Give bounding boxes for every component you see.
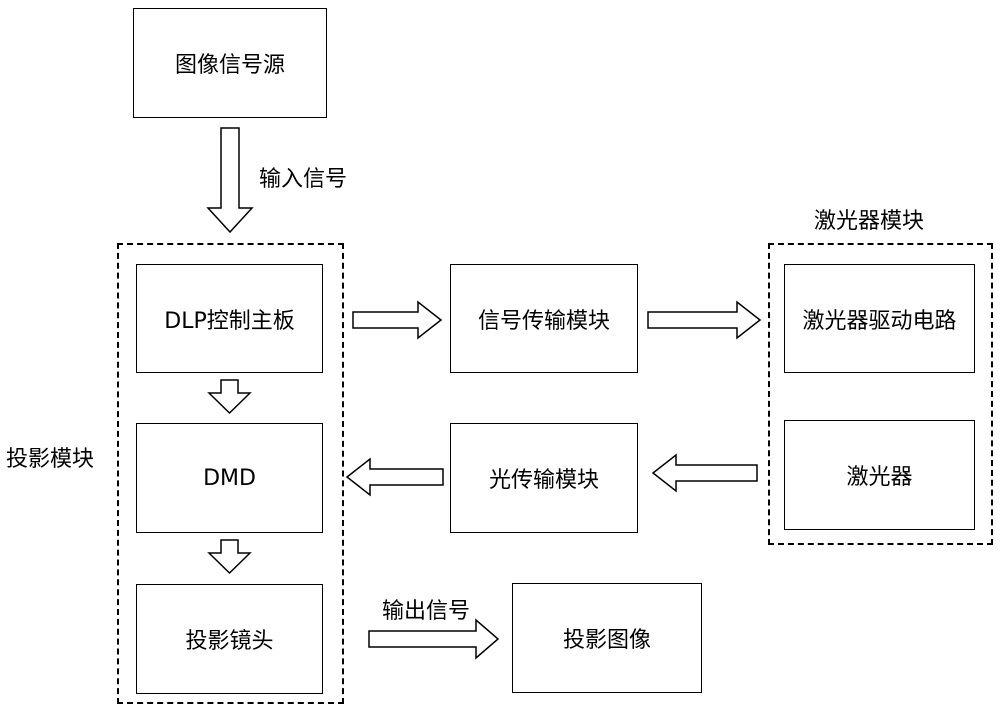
laser-module-group bbox=[768, 243, 993, 545]
projection-lens-text: 投影镜头 bbox=[185, 629, 274, 654]
image-source-text: 图像信号源 bbox=[174, 53, 285, 78]
projection-module-group bbox=[117, 243, 344, 704]
arrow-laser-to-optical-transfer bbox=[651, 453, 758, 493]
projection-module-label: 投影模块 bbox=[6, 447, 95, 472]
input-signal-label: 输入信号 bbox=[259, 167, 348, 192]
projection-lens-box: 投影镜头 bbox=[136, 584, 323, 694]
output-signal-label: 输出信号 bbox=[382, 599, 471, 624]
arrow-dlp-to-signal-transfer bbox=[352, 300, 443, 340]
arrow-signal-transfer-to-laser-driver bbox=[647, 300, 762, 340]
arrow-source-to-dlp bbox=[206, 127, 254, 234]
dmd-box: DMD bbox=[136, 423, 323, 533]
dmd-text: DMD bbox=[203, 465, 256, 491]
laser-driver-text: 激光器驱动电路 bbox=[802, 308, 957, 334]
signal-transfer-box: 信号传输模块 bbox=[450, 264, 638, 373]
optical-transfer-box: 光传输模块 bbox=[450, 423, 638, 533]
laser-module-label: 激光器模块 bbox=[814, 209, 925, 234]
arrow-lens-to-projected-image bbox=[368, 618, 500, 660]
projected-image-text: 投影图像 bbox=[562, 628, 651, 653]
laser-box: 激光器 bbox=[784, 420, 975, 530]
laser-driver-box: 激光器驱动电路 bbox=[784, 264, 975, 373]
projected-image-box: 投影图像 bbox=[512, 583, 702, 693]
dlp-board-box: DLP控制主板 bbox=[136, 264, 323, 373]
optical-transfer-text: 光传输模块 bbox=[488, 468, 599, 493]
laser-text: 激光器 bbox=[846, 465, 913, 490]
image-source-box: 图像信号源 bbox=[133, 8, 327, 118]
arrow-optical-transfer-to-dmd bbox=[345, 457, 444, 497]
dlp-board-text: DLP控制主板 bbox=[164, 308, 295, 334]
signal-transfer-text: 信号传输模块 bbox=[477, 308, 610, 334]
